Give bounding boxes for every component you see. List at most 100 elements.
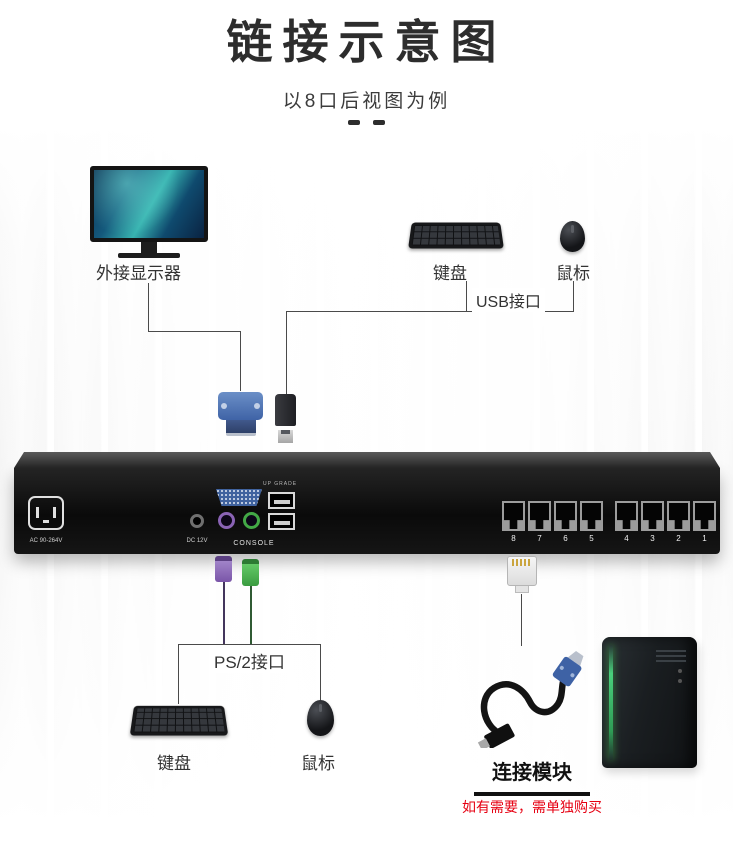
port-number: 2 [676,534,681,543]
usb-port-tongue [273,500,290,504]
monitor-stand-neck [141,242,157,253]
inlet-slot [53,507,56,518]
rj45-port: 6 [554,501,577,543]
keyboard-keys [133,708,225,733]
rj45-plug-pins [512,559,532,566]
keyboard-icon [408,222,504,249]
module-label: 连接模块 [474,756,590,796]
usb-plug-body [275,394,296,426]
inlet-slot [36,507,39,518]
rj45-jack-hole [643,503,662,529]
port-number: 3 [650,534,655,543]
monitor-icon [90,166,208,258]
monitor-stand-base [118,253,180,258]
kvm-switch: AC 90-264V DC 12V UP GRADE CONSOLE 8 [14,452,720,560]
rj45-port: 2 [667,501,690,543]
ps2-purple-cable [223,582,225,644]
monitor-screen [90,166,208,242]
rj45-jack-hole [669,503,688,529]
rj45-jack-icon [615,501,638,531]
keyboard-line-vertical [466,281,467,312]
ps2-port-label: PS/2接口 [210,648,289,673]
mouse-line-vertical [573,281,574,312]
rj45-jack-icon [641,501,664,531]
rj45-plug-icon [507,556,537,593]
vga-port [216,489,262,506]
mouse-bottom-label: 鼠标 [301,754,335,773]
ac-voltage-label: AC 90-264V [29,538,63,544]
mouse-top-label: 鼠标 [556,264,590,283]
vga-screw [221,403,227,409]
mouse-wheel [319,704,322,712]
ps2-line-to-keyboard [178,644,179,704]
usb-port-tongue [273,521,290,525]
upgrade-label: UP GRADE [263,481,298,487]
rj45-jack-icon [580,501,603,531]
rj45-jack-hole [695,503,714,529]
monitor-line-horizontal [148,331,241,332]
usb-line-horizontal [286,311,574,312]
dc-power-jack [190,514,204,528]
port-number: 4 [624,534,629,543]
title-divider [0,120,733,125]
usb-port-1 [268,492,295,509]
page-title: 链接示意图 [226,16,507,68]
rj45-line-to-module [521,594,522,646]
ps2-line-horizontal [178,644,321,645]
vga-connector-nose [225,420,256,436]
ps2-plug-green-icon [242,559,259,586]
module-purchase-note: 如有需要，需单独购买 [462,799,602,815]
tower-power-button [678,669,682,673]
rj45-plug-tab [515,586,529,593]
rj45-port-group: 4 3 2 1 [615,501,716,543]
keyboard-top-label: 键盘 [433,264,467,283]
console-label: CONSOLE [233,540,275,547]
vga-connector-icon [218,392,263,436]
rj45-jack-icon [554,501,577,531]
ps2-green-cable [250,586,252,644]
usb-plug-icon [275,394,296,443]
ps2-line-to-mouse [320,644,321,700]
mouse-icon [560,221,585,252]
rj45-port: 7 [528,501,551,543]
rj45-jack-hole [617,503,636,529]
divider-dash [348,120,360,125]
ps2-port-purple [218,512,235,529]
ac-power-inlet [28,496,64,530]
ps2-port-green [243,512,260,529]
rj45-port-row: 8 7 6 5 [502,501,716,543]
rj45-port-group: 8 7 6 5 [502,501,603,543]
rj45-jack-hole [530,503,549,529]
rj45-jack-icon [528,501,551,531]
port-number: 6 [563,534,568,543]
rj45-jack-hole [582,503,601,529]
rj45-port: 8 [502,501,525,543]
monitor-label: 外接显示器 [96,264,181,283]
monitor-line-to-vga [240,331,241,391]
usb-port-2 [268,513,295,530]
page-subtitle: 以8口后视图为例 [282,91,451,112]
rj45-jack-icon [693,501,716,531]
port-number: 1 [702,534,707,543]
port-number: 5 [589,534,594,543]
divider-dash [373,120,385,125]
rj45-jack-hole [556,503,575,529]
rj45-port: 3 [641,501,664,543]
kvm-dongle-icon [477,650,584,751]
usb-plug-slot [281,430,290,434]
kvm-module-figure [474,644,590,751]
vga-connector-body [218,392,263,420]
kvm-switch-front-panel: AC 90-264V DC 12V UP GRADE CONSOLE 8 [14,468,720,554]
keyboard-keys [411,225,501,246]
rj45-jack-icon [502,501,525,531]
rj45-plug-body [507,556,537,586]
kvm-switch-top-face [14,452,720,468]
dc-voltage-label: DC 12V [186,538,208,544]
usb-port-label: USB接口 [472,288,545,312]
usb-plug-tip [278,430,293,443]
rj45-port: 5 [580,501,603,543]
monitor-line-vertical [148,283,149,332]
usb-line-to-plug [286,311,287,394]
mouse-icon [307,700,334,736]
